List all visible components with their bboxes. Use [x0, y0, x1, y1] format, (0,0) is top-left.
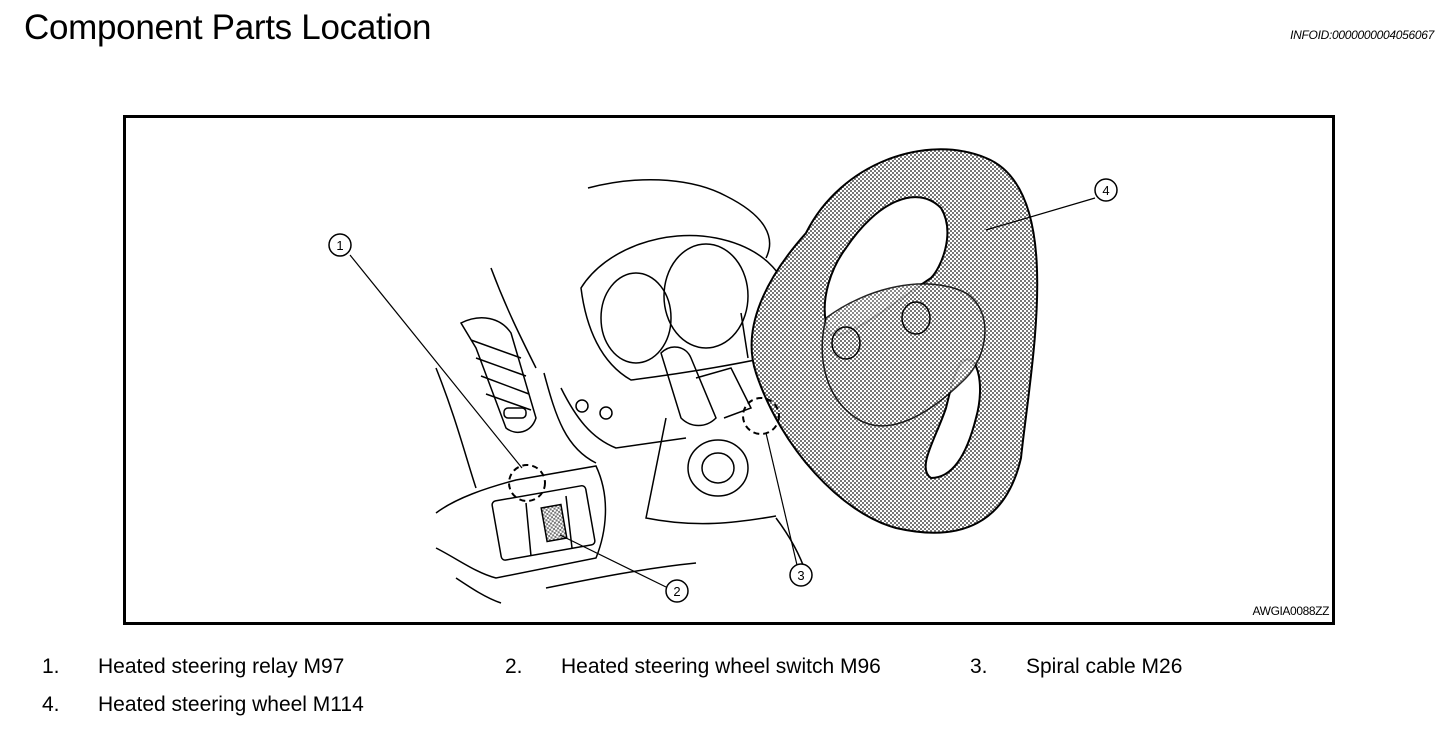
legend-number: 4. [42, 693, 60, 716]
page-title: Component Parts Location [24, 8, 432, 47]
component-location-figure: 1 2 3 4 AWGIA0088ZZ [123, 115, 1335, 625]
callout-4: 4 [1094, 178, 1118, 202]
legend-label: Heated steering relay M97 [98, 655, 345, 678]
info-id: INFOID:0000000004056067 [1290, 28, 1434, 42]
svg-text:4: 4 [1102, 183, 1109, 198]
legend-label: Spiral cable M26 [1026, 655, 1183, 678]
svg-text:3: 3 [797, 568, 804, 583]
relay-location-marker [508, 464, 546, 502]
svg-text:2: 2 [673, 584, 680, 599]
leader-lines [349, 197, 1096, 588]
legend-number: 1. [42, 655, 60, 678]
spiral-cable-location-marker [742, 397, 780, 435]
legend-label: Heated steering wheel M114 [98, 693, 364, 716]
dashboard-lines [435, 178, 807, 604]
legend-label: Heated steering wheel switch M96 [561, 655, 881, 678]
legend-number: 2. [505, 655, 523, 678]
callout-3: 3 [789, 563, 813, 587]
figure-code: AWGIA0088ZZ [1252, 604, 1329, 618]
callout-2: 2 [665, 579, 689, 603]
steering-wheel-hub [821, 283, 986, 427]
callout-1: 1 [328, 233, 352, 257]
legend-number: 3. [970, 655, 988, 678]
dashboard-illustration: 1 2 3 4 [328, 148, 1118, 604]
svg-text:1: 1 [336, 238, 343, 253]
